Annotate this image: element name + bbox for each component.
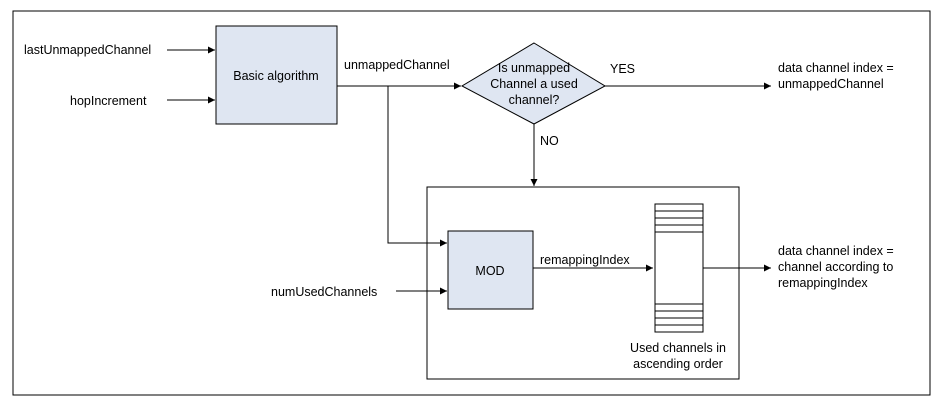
no-label: NO xyxy=(540,134,559,148)
used-channels-table xyxy=(654,203,704,333)
decision-line-3: channel? xyxy=(509,93,560,107)
output-remapped-line-1: data channel index = xyxy=(778,244,894,258)
input-last-unmapped-channel: lastUnmappedChannel xyxy=(24,43,151,57)
mod-block xyxy=(447,230,534,310)
output-remapped-line-3: remappingIndex xyxy=(778,276,868,290)
yes-label: YES xyxy=(610,62,635,76)
remapping-frame xyxy=(426,186,740,380)
output-remapped-line-2: channel according to xyxy=(778,260,893,274)
basic-algorithm-block xyxy=(215,25,338,125)
input-num-used-channels: numUsedChannels xyxy=(271,285,377,299)
output-direct-line-1: data channel index = xyxy=(778,61,894,75)
mod-label: MOD xyxy=(475,264,504,278)
input-hop-increment: hopIncrement xyxy=(70,94,147,108)
decision-line-1: Is unmapped xyxy=(498,61,570,75)
arrow-to-mod xyxy=(387,86,447,247)
outer-frame xyxy=(12,10,931,396)
output-direct-line-2: unmappedChannel xyxy=(778,77,884,91)
decision-line-2: Channel a used xyxy=(490,77,578,91)
signal-remapping-index: remappingIndex xyxy=(540,253,630,267)
basic-algorithm-label: Basic algorithm xyxy=(233,69,318,83)
signal-unmapped-channel: unmappedChannel xyxy=(344,58,450,72)
table-caption-line-1: Used channels in xyxy=(630,341,726,355)
table-caption-line-2: ascending order xyxy=(633,357,723,371)
